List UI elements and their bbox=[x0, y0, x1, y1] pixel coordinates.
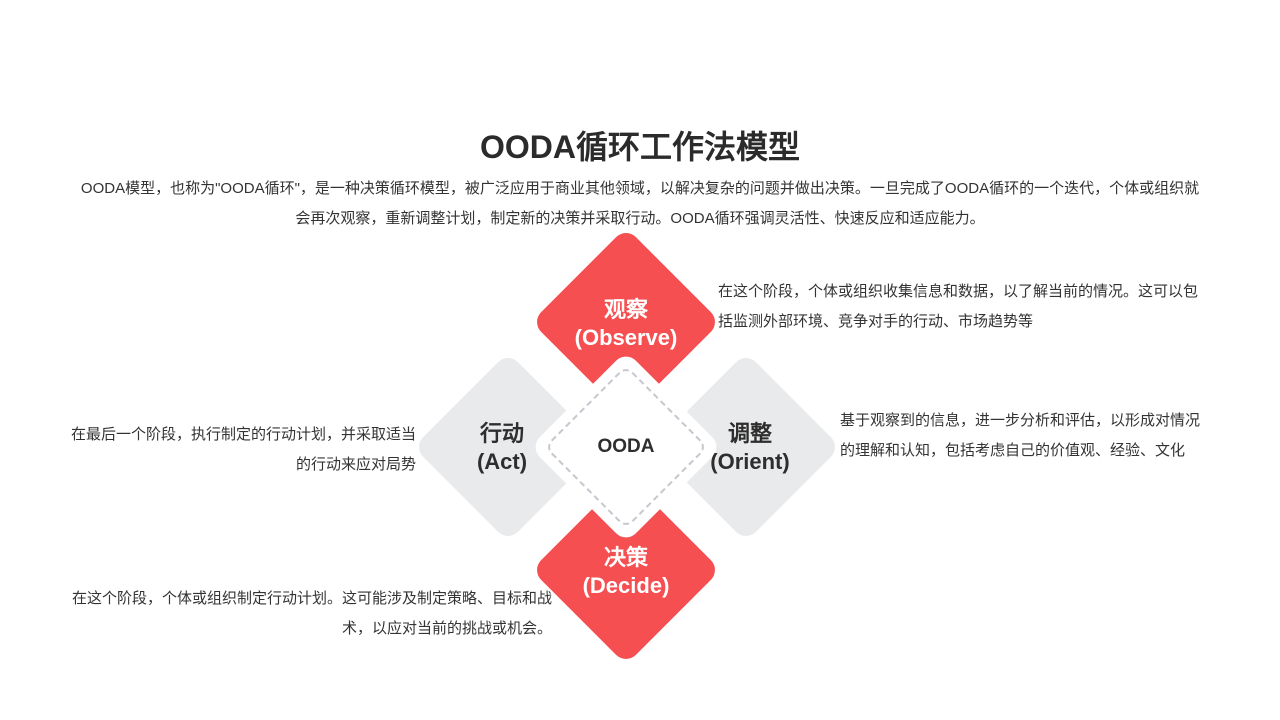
decide-desc: 在这个阶段，个体或组织制定行动计划。这可能涉及制定策略、目标和战术，以应对当前的… bbox=[71, 590, 552, 637]
act-en: (Act) bbox=[476, 449, 528, 474]
act-label: 行动 (Act) bbox=[422, 420, 582, 476]
observe-label: 观察 (Observe) bbox=[546, 296, 706, 352]
center-label: OODA bbox=[597, 436, 655, 457]
observe-desc: 在这个阶段，个体或组织收集信息和数据，以了解当前的情况。这可以包括监测外部环境、… bbox=[718, 283, 1199, 330]
decide-cn: 决策 bbox=[603, 545, 648, 570]
intro-text: OODA模型，也称为"OODA循环"，是一种决策循环模型，被广泛应用于商业其他领… bbox=[80, 180, 1200, 227]
orient-label: 调整 (Orient) bbox=[670, 420, 830, 476]
orient-cn: 调整 bbox=[727, 421, 772, 446]
page-title: OODA循环工作法模型 bbox=[479, 129, 800, 165]
decide-label: 决策 (Decide) bbox=[546, 544, 706, 600]
orient-desc: 基于观察到的信息，进一步分析和评估，以形成对情况的理解和认知，包括考虑自己的价值… bbox=[840, 412, 1201, 459]
act-desc: 在最后一个阶段，执行制定的行动计划，并采取适当的行动来应对局势 bbox=[70, 426, 416, 473]
act-cn: 行动 bbox=[479, 421, 524, 446]
observe-cn: 观察 bbox=[603, 297, 648, 322]
orient-en: (Orient) bbox=[710, 449, 790, 474]
observe-en: (Observe) bbox=[574, 325, 678, 350]
decide-en: (Decide) bbox=[582, 573, 670, 598]
